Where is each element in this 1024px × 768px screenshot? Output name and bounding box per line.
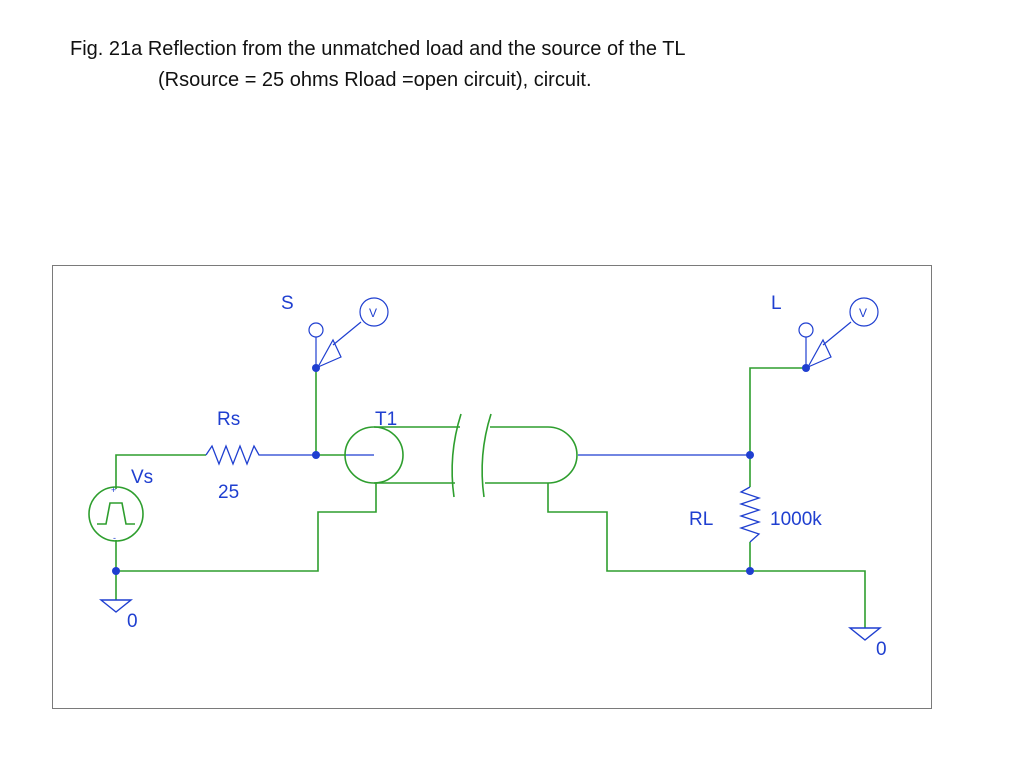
junction-rl-ground [746,567,754,575]
vs-pulse-icon [97,502,135,525]
junction-load [746,451,754,459]
probe-label-l: L [771,293,782,314]
wire-load-probe [749,367,806,455]
junction-dots [112,364,810,575]
wire-right-ground-extend [750,570,866,628]
t1-break-mark-2 [481,413,492,498]
voltmeter-icon-load [849,297,879,327]
probe-label-s: S [281,293,294,314]
wire-right-ground-bus [578,511,750,572]
junction-vs-ground [112,567,120,575]
wire-t1-right-shield [547,483,578,513]
ground-label-right: 0 [876,639,887,660]
junction-rs-t1 [312,451,320,459]
voltage-probe-source [308,297,389,369]
caption-line-2: (Rsource = 25 ohms Rload =open circuit),… [158,69,592,91]
component-lines [205,444,762,543]
rl-value: 1000k [770,509,822,530]
rs-label: Rs [217,409,240,430]
t1-right-end [547,426,578,484]
voltmeter-symbol-load: V [859,306,867,320]
wire-left-ground-bus [116,511,344,572]
caption-line-1: Fig. 21a Reflection from the unmatched l… [70,38,686,60]
ground-label-left: 0 [127,611,138,632]
wires [115,367,866,628]
vs-label: Vs [131,467,153,488]
voltage-source-vs [88,486,144,542]
rs-value: 25 [218,482,239,503]
voltmeter-symbol-source: V [369,306,377,320]
voltage-probe-load [798,297,879,369]
wire-t1-left-shield [344,483,377,513]
t1-break-mark-1 [451,413,462,498]
t1-label: T1 [375,409,397,430]
ground-icon-right [848,627,882,641]
vs-minus-sign: - [113,533,116,543]
rl-zigzag [738,486,762,543]
transmission-line-t1 [344,413,578,498]
junction-probe-s [312,364,320,372]
wire-vs-top [115,454,206,489]
circuit-schematic: + - V V S L Rs 25 T1 Vs RL 1000k 0 0 [52,265,932,709]
probe-s-arrow [316,338,342,369]
rl-label: RL [689,509,713,530]
voltmeter-icon-source [359,297,389,327]
rs-zigzag [205,444,316,466]
figure-caption: Fig. 21a Reflection from the unmatched l… [70,34,686,96]
vs-circle [88,486,144,542]
junction-probe-l [802,364,810,372]
ground-icon-left [99,599,133,613]
probe-l-arrow [806,338,832,369]
schematic-frame [52,265,932,709]
vs-plus-sign: + [111,485,116,495]
